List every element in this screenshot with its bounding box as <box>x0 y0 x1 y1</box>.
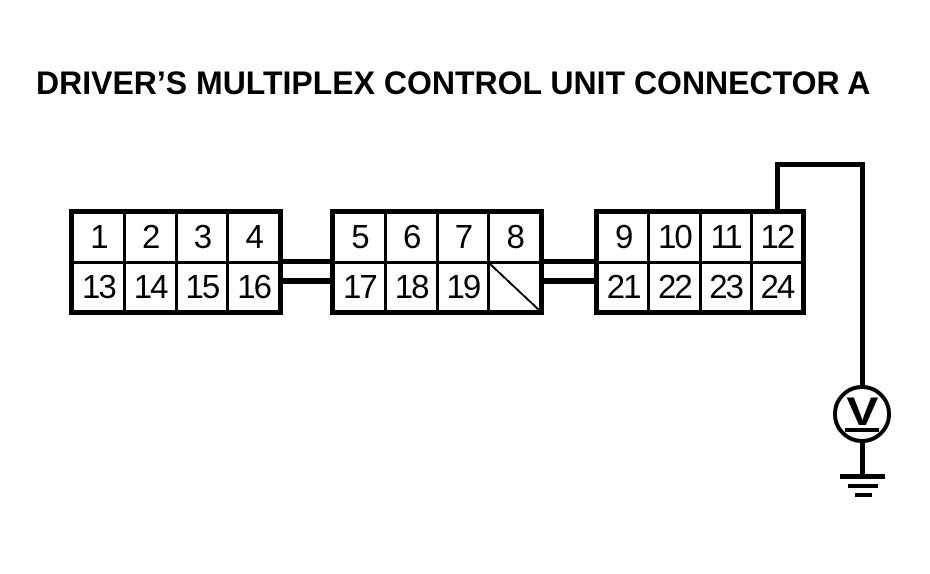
pin-cell-9: 9 <box>599 214 648 261</box>
voltmeter-icon: V <box>833 385 891 443</box>
pin-cell-14: 14 <box>125 263 175 310</box>
ground-bar-3 <box>855 493 872 497</box>
pin-cell-13: 13 <box>74 263 123 310</box>
voltmeter-underline <box>845 427 879 432</box>
pin-cell-18: 18 <box>386 263 436 310</box>
bridge-bar-2-bottom <box>542 278 596 284</box>
pin-cell-17: 17 <box>335 263 384 310</box>
ground-bar-1 <box>840 474 885 479</box>
pin-cell-21: 21 <box>599 263 648 310</box>
pin-cell-empty <box>490 263 539 310</box>
wire-top-horizontal <box>775 162 865 167</box>
pin-cell-11: 11 <box>701 214 750 261</box>
pin-cell-12: 12 <box>752 214 801 261</box>
pin-cell-23: 23 <box>701 263 750 310</box>
pin-cell-19: 19 <box>438 263 488 310</box>
pin-cell-16: 16 <box>229 263 278 310</box>
pin-cell-6: 6 <box>386 214 436 261</box>
bridge-bar-1-bottom <box>281 278 332 284</box>
pin-cell-8: 8 <box>490 214 539 261</box>
pin-cell-15: 15 <box>177 263 227 310</box>
pin-cell-24: 24 <box>752 263 801 310</box>
ground-bar-2 <box>848 484 878 488</box>
pin-cell-10: 10 <box>650 214 699 261</box>
bridge-bar-1-top <box>281 259 332 264</box>
wire-right-vertical <box>860 162 865 388</box>
pin-cell-1: 1 <box>74 214 123 261</box>
pin-cell-2: 2 <box>125 214 175 261</box>
pin-cell-22: 22 <box>650 263 699 310</box>
wire-ground-stem <box>860 441 865 476</box>
pin-cell-5: 5 <box>335 214 384 261</box>
pin-cell-7: 7 <box>438 214 488 261</box>
bridge-bar-2-top <box>542 259 596 264</box>
page-title: DRIVER’S MULTIPLEX CONTROL UNIT CONNECTO… <box>36 65 871 101</box>
voltmeter-label: V <box>845 389 879 434</box>
wire-pin12-riser <box>775 162 780 210</box>
pin-cell-4: 4 <box>229 214 278 261</box>
pin-cell-3: 3 <box>177 214 227 261</box>
